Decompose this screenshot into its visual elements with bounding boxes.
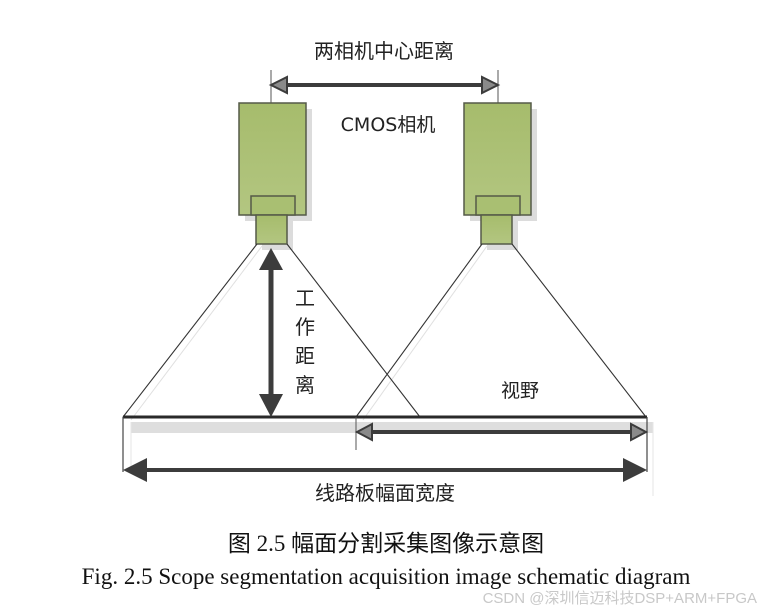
fov-width-arrow <box>354 422 649 442</box>
working-distance-char: 作 <box>295 315 315 339</box>
field-of-view-label: 视野 <box>501 380 539 402</box>
arrow-head-right-icon <box>481 75 501 95</box>
camera-mount <box>475 195 521 216</box>
camera-distance-label: 两相机中心距离 <box>314 39 454 63</box>
board-width-arrow <box>123 458 647 482</box>
caption-chinese: 图 2.5 幅面分割采集图像示意图 <box>228 531 544 556</box>
arrow-up-icon <box>259 248 283 270</box>
arrow-head-right-icon <box>623 458 647 482</box>
board-width-label: 线路板幅面宽度 <box>315 481 455 505</box>
camera-left <box>238 102 312 250</box>
working-distance-char: 离 <box>295 373 315 397</box>
watermark: CSDN @深圳信迈科技DSP+ARM+FPGA <box>483 590 757 607</box>
camera-mount <box>250 195 296 216</box>
fov-cone-right <box>355 243 647 418</box>
camera-lens <box>480 214 513 245</box>
working-distance-label: 工 作 距 离 <box>295 286 315 397</box>
caption-english: Fig. 2.5 Scope segmentation acquisition … <box>82 564 691 589</box>
arrow-head-left-icon <box>268 75 288 95</box>
camera-distance-dimension: 两相机中心距离 <box>268 39 501 103</box>
arrow-head-left-icon <box>354 422 373 442</box>
camera-lens <box>255 214 288 245</box>
board-shadow <box>131 422 653 433</box>
camera-right <box>463 102 537 250</box>
arrow-down-icon <box>259 394 283 417</box>
arrow-head-left-icon <box>123 458 147 482</box>
arrow-head-right-icon <box>630 422 649 442</box>
working-distance-arrow <box>259 248 283 417</box>
circuit-board <box>122 415 654 496</box>
fov-shadow-lines <box>130 245 488 421</box>
fov-cone-left <box>122 243 421 418</box>
working-distance-char: 工 <box>295 286 315 310</box>
camera-type-label: CMOS相机 <box>341 114 436 136</box>
working-distance-char: 距 <box>295 344 315 368</box>
